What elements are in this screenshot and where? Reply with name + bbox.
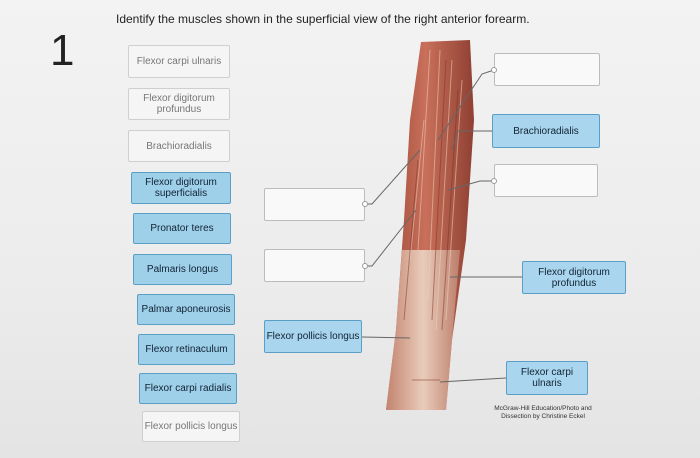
bank-item-flexor-digitorum-profundus[interactable]: Flexor digitorum profundus bbox=[128, 88, 230, 120]
bank-item-flexor-carpi-ulnaris[interactable]: Flexor carpi ulnaris bbox=[128, 45, 230, 78]
bank-item-palmar-aponeurosis[interactable]: Palmar aponeurosis bbox=[137, 294, 235, 325]
image-credit: McGraw-Hill Education/Photo and Dissecti… bbox=[494, 405, 592, 420]
leader-anchor bbox=[491, 178, 497, 184]
drop-zone-left-1[interactable] bbox=[264, 188, 365, 221]
drop-zone-right-3[interactable] bbox=[494, 164, 598, 197]
drop-zone-flexor-pollicis-longus[interactable]: Flexor pollicis longus bbox=[264, 320, 362, 353]
bank-item-flexor-digitorum-superficialis[interactable]: Flexor digitorum superficialis bbox=[131, 172, 231, 204]
drop-zone-flexor-carpi-ulnaris[interactable]: Flexor carpi ulnaris bbox=[506, 361, 588, 395]
drop-zone-top-right[interactable] bbox=[494, 53, 600, 86]
bank-item-flexor-carpi-radialis[interactable]: Flexor carpi radialis bbox=[139, 373, 237, 404]
bank-item-flexor-retinaculum[interactable]: Flexor retinaculum bbox=[138, 334, 235, 365]
bank-item-brachioradialis[interactable]: Brachioradialis bbox=[128, 130, 230, 162]
leader-anchor bbox=[491, 67, 497, 73]
drop-zone-brachioradialis[interactable]: Brachioradialis bbox=[492, 114, 600, 148]
bank-item-pronator-teres[interactable]: Pronator teres bbox=[133, 213, 231, 244]
leader-anchor bbox=[362, 201, 368, 207]
drop-zone-flexor-digitorum-profundus[interactable]: Flexor digitorum profundus bbox=[522, 261, 626, 294]
question-number: 1 bbox=[50, 26, 75, 75]
drop-zone-left-2[interactable] bbox=[264, 249, 365, 282]
bank-item-palmaris-longus[interactable]: Palmaris longus bbox=[133, 254, 232, 285]
leader-anchor bbox=[362, 263, 368, 269]
bank-item-flexor-pollicis-longus[interactable]: Flexor pollicis longus bbox=[142, 411, 240, 442]
wrist-tendons bbox=[386, 250, 460, 410]
question-prompt: Identify the muscles shown in the superf… bbox=[116, 12, 530, 26]
